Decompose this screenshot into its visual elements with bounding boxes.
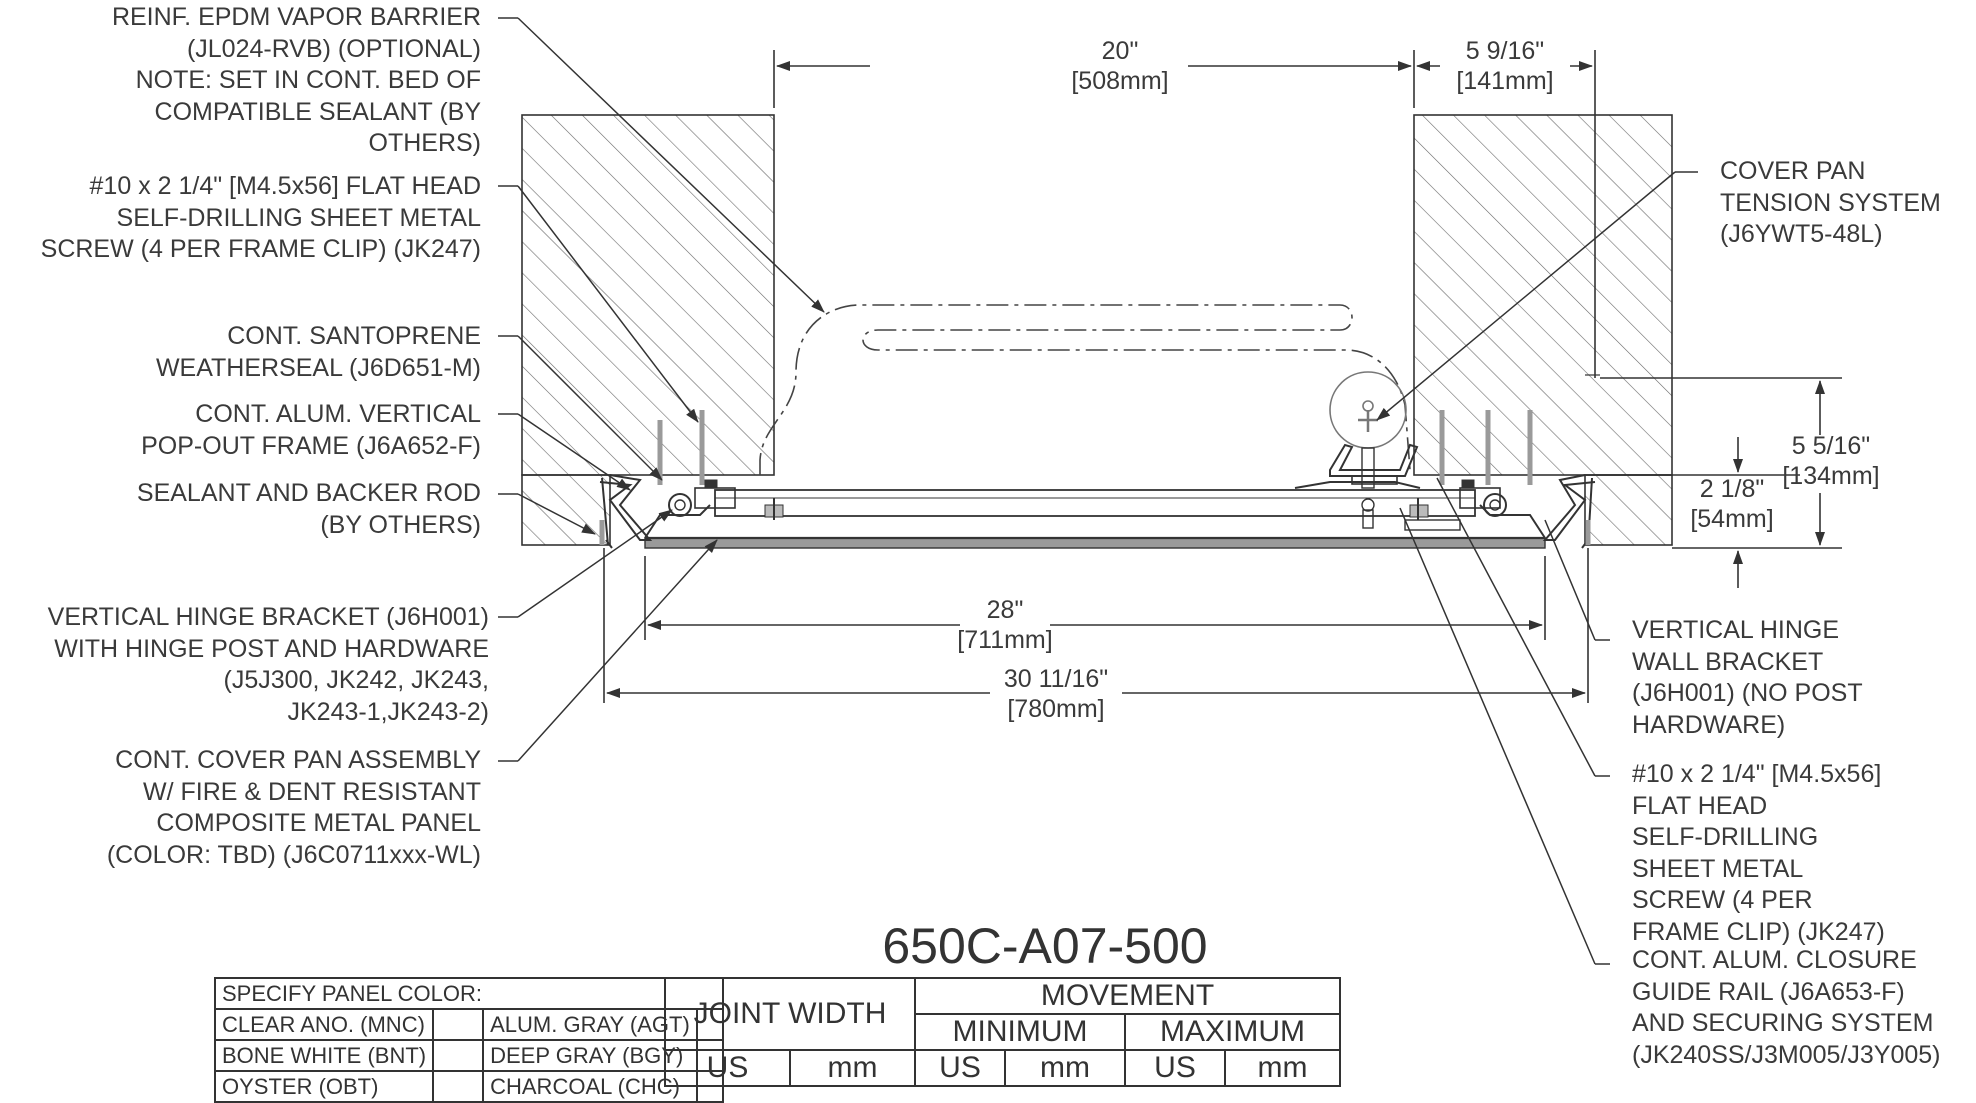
dimension-lines (603, 50, 1842, 703)
detail-number: 650C-A07-500 (882, 918, 1208, 974)
color-checkbox[interactable] (432, 1070, 485, 1103)
table-row: CLEAR ANO. (MNC) ALUM. GRAY (AGT) (213, 1008, 724, 1041)
table-row: BONE WHITE (BNT) DEEP GRAY (BGY) (213, 1039, 724, 1072)
right-substrate (1413, 114, 1673, 546)
unit-mm: mm (789, 1049, 916, 1087)
anchor-screws (599, 410, 1591, 545)
dim-frame-depth: 2 1/8"[54mm] (1690, 475, 1774, 533)
minimum-header: MINIMUM (914, 1013, 1126, 1051)
panel-color-table: SPECIFY PANEL COLOR: CLEAR ANO. (MNC) AL… (213, 977, 724, 1103)
color-checkbox[interactable] (432, 1039, 485, 1072)
joint-detail-drawing (498, 17, 1842, 965)
cover-pan-assembly (644, 479, 1546, 549)
left-substrate (521, 114, 775, 546)
vapor-barrier-line (759, 304, 1411, 475)
movement-header: MOVEMENT (914, 977, 1341, 1015)
color-option: CLEAR ANO. (MNC) (213, 1008, 435, 1041)
unit-mm: mm (1004, 1049, 1126, 1087)
unit-us: US (914, 1049, 1006, 1087)
color-checkbox[interactable] (432, 1008, 485, 1041)
unit-us: US (664, 1049, 791, 1087)
callout-sealant: SEALANT AND BACKER ROD(BY OTHERS) (136, 479, 481, 539)
color-option: OYSTER (OBT) (213, 1070, 435, 1103)
callout-vapor-barrier: REINF. EPDM VAPOR BARRIER(JL024-RVB) (OP… (111, 3, 481, 157)
unit-mm: mm (1224, 1049, 1341, 1087)
tension-system-detail (1294, 371, 1461, 531)
dim-wall-offset: 5 9/16"[141mm] (1456, 37, 1554, 95)
color-option: BONE WHITE (BNT) (213, 1039, 435, 1072)
dim-cover-width: 28"[711mm] (957, 596, 1053, 654)
table-row: OYSTER (OBT) CHARCOAL (CHC) (213, 1070, 724, 1103)
leader-lines (498, 17, 1698, 965)
color-option: DEEP GRAY (BGY) (482, 1039, 698, 1072)
joint-width-header: JOINT WIDTH (664, 977, 916, 1051)
maximum-header: MAXIMUM (1124, 1013, 1341, 1051)
unit-us: US (1124, 1049, 1226, 1087)
color-table-header: SPECIFY PANEL COLOR: (214, 977, 724, 1010)
dim-depth: 5 5/16"[134mm] (1782, 432, 1880, 490)
color-option: ALUM. GRAY (AGT) (482, 1008, 698, 1041)
dim-overall-width: 30 11/16"[780mm] (1003, 665, 1109, 723)
dim-joint: 20"[508mm] (1071, 37, 1169, 95)
movement-table: JOINT WIDTH MOVEMENT MINIMUM MAXIMUM US … (664, 977, 1341, 1087)
callout-hinge-bracket: VERTICAL HINGE BRACKET (J6H001)WITH HING… (47, 603, 489, 726)
